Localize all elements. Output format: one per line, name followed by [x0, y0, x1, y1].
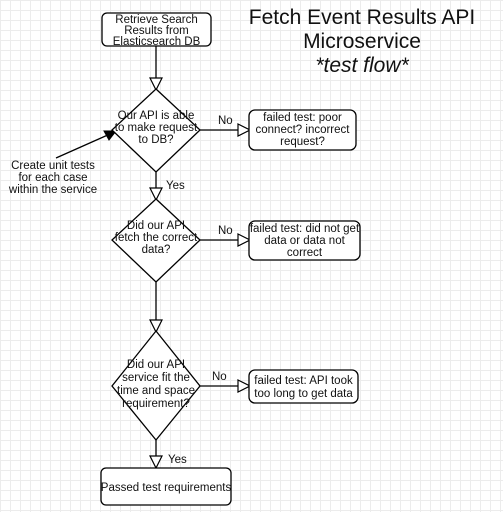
- decision-connect-line-2: to make request: [115, 122, 198, 134]
- edge-label-no-1: No: [218, 115, 233, 127]
- decision-data-line-1: Did our API: [127, 220, 185, 232]
- arrowhead-time-to-passed: [149, 455, 163, 470]
- node-fail-connect-line-1: failed test: poor: [263, 112, 342, 124]
- decision-data-diamond: [111, 198, 201, 283]
- arrowhead-connect-to-fail: [237, 123, 252, 137]
- node-fail-connect-box: [248, 109, 357, 151]
- decision-time-line-4: requirement?: [122, 398, 190, 410]
- node-fail-time-line-1: failed test: API took: [254, 375, 353, 387]
- edge-label-no-2: No: [218, 225, 233, 237]
- note-line-2: for each case: [18, 172, 87, 184]
- node-passed-test-requirements[interactable]: Passed test requirements: [100, 467, 232, 506]
- arrowhead-data-to-fail: [237, 233, 252, 247]
- decision-data-line-2: fetch the correct: [115, 232, 198, 244]
- edge-label-yes-2: Yes: [168, 454, 187, 466]
- decision-api-connects-to-db[interactable]: Our API is able to make request to DB?: [111, 88, 201, 173]
- decision-data-line-3: data?: [142, 244, 171, 256]
- node-fail-data-box: [248, 220, 361, 261]
- node-failed-test-data[interactable]: failed test: did not get data or data no…: [248, 220, 361, 261]
- edges: [55, 46, 252, 470]
- annotation-unit-tests-note: Create unit tests for each case within t…: [8, 160, 97, 196]
- decision-connect-line-3: to DB?: [138, 134, 173, 146]
- node-fail-time-box: [248, 369, 359, 404]
- node-retrieve-line-2: Results from: [124, 25, 189, 37]
- node-fail-data-line-2: data or data not: [264, 235, 345, 247]
- node-failed-test-connect[interactable]: failed test: poor connect? incorrect req…: [248, 109, 357, 151]
- node-fail-connect-line-3: request?: [280, 136, 325, 148]
- decision-api-fetches-correct-data[interactable]: Did our API fetch the correct data?: [111, 198, 201, 283]
- edge-label-no-3: No: [212, 371, 227, 383]
- note-line-3: within the service: [8, 184, 97, 196]
- node-passed-box: [100, 467, 232, 506]
- arrowhead-data-to-time: [149, 319, 163, 334]
- decision-connect-line-1: Our API is able: [118, 110, 195, 122]
- node-retrieve-box: [101, 12, 212, 47]
- decision-api-fits-time-and-space[interactable]: Did our API service fit the time and spa…: [111, 329, 201, 442]
- edge-note-pointer: [55, 133, 111, 159]
- node-retrieve-line-1: Retrieve Search: [115, 14, 197, 26]
- decision-time-diamond: [111, 329, 201, 442]
- arrowhead-retrieve-to-connect: [149, 77, 163, 92]
- node-failed-test-time[interactable]: failed test: API took too long to get da…: [248, 369, 359, 404]
- diagram-title: Fetch Event Results API Microservice *te…: [249, 6, 475, 77]
- node-retrieve-line-3: Elasticsearch DB: [113, 36, 201, 48]
- decision-connect-diamond: [111, 88, 201, 173]
- decision-time-line-3: time and space: [117, 385, 195, 397]
- arrowhead-connect-to-data: [149, 187, 163, 202]
- node-retrieve-search-results[interactable]: Retrieve Search Results from Elasticsear…: [101, 12, 212, 48]
- arrowhead-time-to-fail: [237, 379, 252, 393]
- edge-label-yes-1: Yes: [166, 180, 185, 192]
- note-line-1: Create unit tests: [11, 160, 95, 172]
- arrowhead-note-pointer: [103, 130, 118, 141]
- title-subtitle: *test flow*: [315, 54, 409, 77]
- node-fail-connect-line-2: connect? incorrect: [256, 124, 351, 136]
- edge-labels: No Yes No No Yes: [166, 115, 233, 466]
- node-passed-line-1: Passed test requirements: [101, 482, 232, 494]
- node-fail-time-line-2: too long to get data: [254, 388, 353, 400]
- node-fail-data-line-1: failed test: did not get: [250, 223, 360, 235]
- title-line-1: Fetch Event Results API: [249, 6, 475, 29]
- decision-time-line-1: Did our API: [127, 359, 185, 371]
- title-line-2: Microservice: [303, 30, 421, 53]
- decision-time-line-2: service fit the: [122, 372, 190, 384]
- node-fail-data-line-3: correct: [287, 247, 323, 259]
